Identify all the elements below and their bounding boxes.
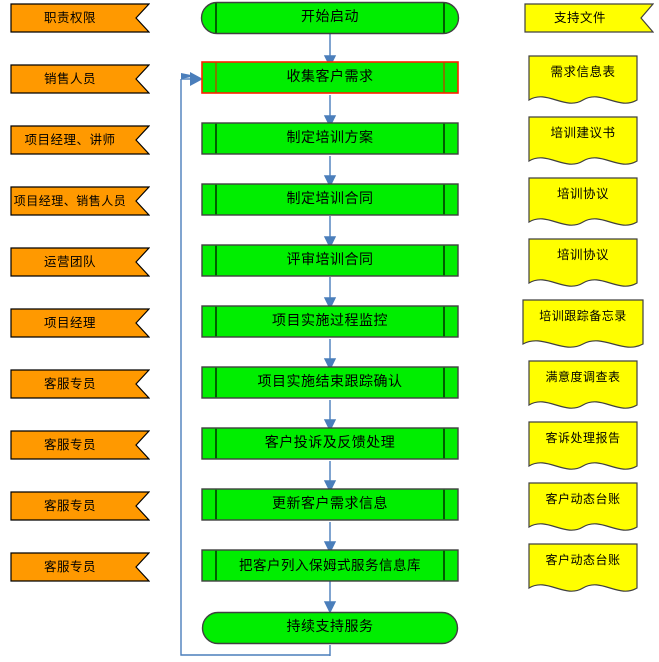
responsibility-item-6: 客服专员: [10, 430, 150, 460]
responsibility-column-header: 职责权限: [10, 3, 150, 33]
document-item-8: 客户动态台账: [528, 543, 638, 599]
document-item-6: 客诉处理报告: [528, 421, 638, 477]
responsibility-item-5-label: 客服专员: [43, 377, 96, 391]
document-item-5-label: 满意度调查表: [545, 370, 621, 384]
flow-step-3-label: 评审培训合同: [286, 253, 374, 268]
responsibility-column-header-label: 职责权限: [43, 11, 96, 25]
responsibility-item-3-label: 运营团队: [43, 255, 96, 269]
document-item-4-label: 培训跟踪备忘录: [539, 309, 627, 323]
flow-start-label: 开始启动: [301, 10, 359, 25]
responsibility-item-4: 项目经理: [10, 308, 150, 338]
responsibility-item-0: 销售人员: [10, 64, 150, 94]
document-item-7: 客户动态台账: [528, 482, 638, 538]
responsibility-item-6-label: 客服专员: [43, 438, 96, 452]
flow-step-1[interactable]: 制定培训方案: [200, 121, 460, 157]
flow-step-2-label: 制定培训合同: [286, 192, 374, 207]
flow-step-1-label: 制定培训方案: [286, 131, 374, 146]
document-item-7-label: 客户动态台账: [545, 492, 621, 506]
flow-step-4[interactable]: 项目实施过程监控: [200, 304, 460, 340]
document-item-1-label: 培训建议书: [550, 126, 616, 140]
document-item-1: 培训建议书: [528, 116, 638, 172]
document-item-3: 培训协议: [528, 238, 638, 294]
flow-step-7-label: 更新客户需求信息: [272, 497, 388, 512]
flow-end-label: 持续支持服务: [286, 620, 374, 635]
responsibility-item-3: 运营团队: [10, 247, 150, 277]
document-item-2-label: 培训协议: [556, 187, 609, 201]
flow-step-6[interactable]: 客户投诉及反馈处理: [200, 426, 460, 462]
flow-step-2[interactable]: 制定培训合同: [200, 182, 460, 218]
flow-step-0-label: 收集客户需求: [286, 70, 374, 85]
flow-end-terminator[interactable]: 持续支持服务: [200, 610, 460, 646]
document-item-8-label: 客户动态台账: [545, 553, 621, 567]
flow-step-6-label: 客户投诉及反馈处理: [264, 436, 396, 451]
flow-step-5-label: 项目实施结束跟踪确认: [257, 375, 403, 390]
document-item-2: 培训协议: [528, 177, 638, 233]
responsibility-item-5: 客服专员: [10, 369, 150, 399]
responsibility-item-2: 项目经理、销售人员: [10, 186, 150, 216]
flow-step-4-label: 项目实施过程监控: [272, 314, 388, 329]
responsibility-item-7: 客服专员: [10, 491, 150, 521]
responsibility-item-8-label: 客服专员: [43, 560, 96, 574]
document-column-header-label: 支持文件: [553, 11, 606, 25]
flow-step-5[interactable]: 项目实施结束跟踪确认: [200, 365, 460, 401]
document-column-header: 支持文件: [524, 3, 654, 33]
responsibility-item-4-label: 项目经理: [43, 316, 96, 330]
responsibility-item-1: 项目经理、讲师: [10, 125, 150, 155]
flow-step-8[interactable]: 把客户列入保姆式服务信息库: [200, 548, 460, 584]
document-item-4: 培训跟踪备忘录: [522, 299, 644, 355]
flow-step-7[interactable]: 更新客户需求信息: [200, 487, 460, 523]
document-item-5: 满意度调查表: [528, 360, 638, 416]
flow-step-3[interactable]: 评审培训合同: [200, 243, 460, 279]
document-item-6-label: 客诉处理报告: [545, 431, 621, 445]
flow-step-0[interactable]: 收集客户需求: [200, 60, 460, 96]
responsibility-item-8: 客服专员: [10, 552, 150, 582]
document-item-0: 需求信息表: [528, 55, 638, 111]
responsibility-item-7-label: 客服专员: [43, 499, 96, 513]
responsibility-item-1-label: 项目经理、讲师: [24, 133, 116, 147]
document-item-3-label: 培训协议: [556, 248, 609, 262]
document-item-0-label: 需求信息表: [550, 65, 616, 79]
flow-start-terminator[interactable]: 开始启动: [200, 0, 460, 36]
responsibility-item-0-label: 销售人员: [43, 72, 96, 86]
responsibility-item-2-label: 项目经理、销售人员: [13, 194, 127, 208]
flow-step-8-label: 把客户列入保姆式服务信息库: [239, 558, 421, 573]
